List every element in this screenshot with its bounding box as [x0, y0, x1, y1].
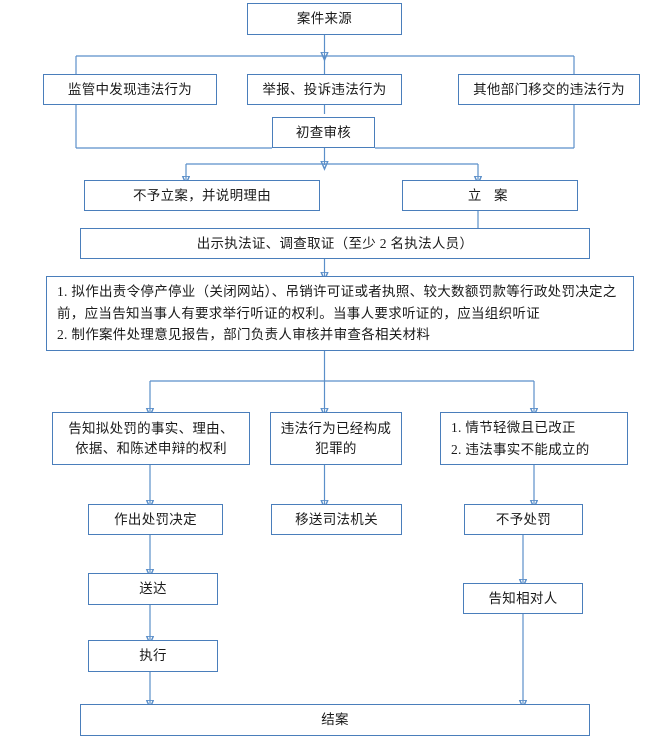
node-label: 其他部门移交的违法行为	[473, 81, 625, 97]
node-no-penalty[interactable]: 不予处罚	[464, 504, 583, 535]
node-label: 结案	[321, 712, 349, 728]
node-branch-transferred[interactable]: 其他部门移交的违法行为	[458, 74, 640, 105]
node-penalty-decision[interactable]: 作出处罚决定	[88, 504, 223, 535]
node-investigate-evidence[interactable]: 出示执法证、调查取证（至少 2 名执法人员）	[80, 228, 590, 259]
node-case-filing[interactable]: 立 案	[402, 180, 578, 211]
node-label: 执行	[139, 648, 167, 664]
node-label: 告知相对人	[488, 590, 558, 606]
node-label: 不予处罚	[495, 511, 552, 527]
node-branch-supervision[interactable]: 监管中发现违法行为	[43, 74, 217, 105]
node-label: 出示执法证、调查取证（至少 2 名执法人员）	[196, 235, 474, 251]
node-label: 案件来源	[296, 11, 353, 27]
node-no-filing[interactable]: 不予立案，并说明理由	[84, 180, 320, 211]
node-label: 监管中发现违法行为	[67, 81, 193, 97]
node-label: 移送司法机关	[295, 511, 378, 527]
node-case-source[interactable]: 案件来源	[247, 3, 402, 35]
node-transfer-to-judiciary[interactable]: 移送司法机关	[271, 504, 402, 535]
node-label: 举报、投诉违法行为	[262, 81, 387, 97]
node-minor-or-unfounded[interactable]: 1. 情节轻微且已改正 2. 违法事实不能成立的	[440, 412, 628, 465]
node-inform-counterparty[interactable]: 告知相对人	[463, 583, 583, 614]
node-label-line-2: 2. 制作案件处理意见报告，部门负责人审核并审查各相关材料	[57, 327, 431, 343]
node-branch-report-complaint[interactable]: 举报、投诉违法行为	[247, 74, 402, 105]
node-label-line-2: 2. 违法事实不能成立的	[451, 441, 590, 457]
node-label-line-1: 违法行为已经构成	[280, 420, 392, 436]
node-notify-proposed-penalty[interactable]: 告知拟处罚的事实、理由、 依据、和陈述申辩的权利	[52, 412, 250, 465]
node-hearing-and-report[interactable]: 1. 拟作出责令停产停业（关闭网站）、吊销许可证或者执照、较大数额罚款等行政处罚…	[46, 276, 634, 351]
node-label: 不予立案，并说明理由	[133, 187, 271, 203]
node-label: 作出处罚决定	[114, 511, 197, 527]
node-label-line-2: 犯罪的	[315, 440, 357, 456]
node-label-line-1: 告知拟处罚的事实、理由、	[68, 420, 234, 436]
node-label: 立 案	[467, 187, 513, 203]
node-label-line-1: 1. 拟作出责令停产停业（关闭网站）、吊销许可证或者执照、较大数额罚款等行政处罚…	[57, 283, 617, 321]
node-label-line-2: 依据、和陈述申辩的权利	[75, 440, 227, 456]
node-service-of-document[interactable]: 送达	[88, 573, 218, 605]
node-label: 送达	[139, 581, 167, 597]
node-preliminary-review[interactable]: 初查审核	[272, 117, 375, 148]
node-enforcement[interactable]: 执行	[88, 640, 218, 672]
node-case-closed[interactable]: 结案	[80, 704, 590, 736]
node-constitutes-crime[interactable]: 违法行为已经构成 犯罪的	[270, 412, 402, 465]
node-label: 初查审核	[295, 124, 352, 140]
node-label-line-1: 1. 情节轻微且已改正	[451, 419, 576, 435]
